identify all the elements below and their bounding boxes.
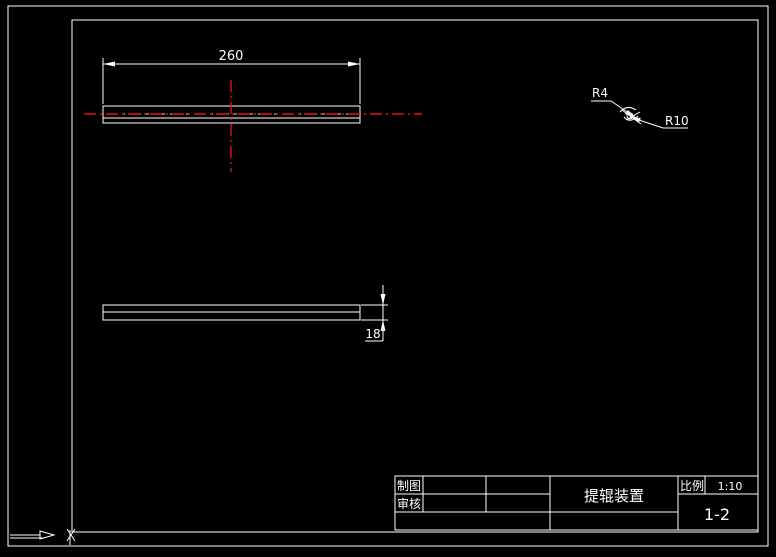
detail-edge-2 [625, 111, 641, 121]
arrow-right-icon [348, 61, 360, 67]
dimension-text-length: 260 [219, 49, 244, 64]
label-drawn: 制图 [397, 479, 421, 493]
label-checked: 审核 [397, 496, 421, 511]
radius-label-r10: R10 [665, 114, 689, 128]
r10-arrow-icon [630, 117, 641, 122]
scale-value: 1:10 [718, 480, 743, 493]
radius-detail[interactable]: R4 R10 [591, 86, 689, 129]
ucs-axis-icon [10, 528, 76, 545]
sheet-inner-frame [71, 19, 759, 533]
dimension-thickness[interactable]: 18 [361, 285, 388, 342]
arc-lower [623, 115, 639, 121]
radius-label-r4: R4 [592, 86, 608, 100]
dimension-text-thickness: 18 [365, 327, 380, 341]
plate-front-view[interactable] [102, 304, 361, 321]
title-block-border [394, 475, 759, 531]
drawing-number: 1-2 [704, 505, 730, 524]
arrow-down-icon [380, 294, 386, 305]
title-block[interactable]: 制图 审核 提辊装置 比例 1:10 1-2 [394, 475, 759, 531]
dimension-length[interactable]: 260 [102, 49, 361, 104]
arrow-left-icon [103, 61, 115, 67]
arrow-up-icon [380, 320, 386, 331]
sheet-outer-frame [7, 5, 769, 547]
label-scale: 比例 [680, 479, 704, 493]
part-name: 提辊装置 [584, 487, 644, 505]
arc-outer [619, 106, 637, 113]
